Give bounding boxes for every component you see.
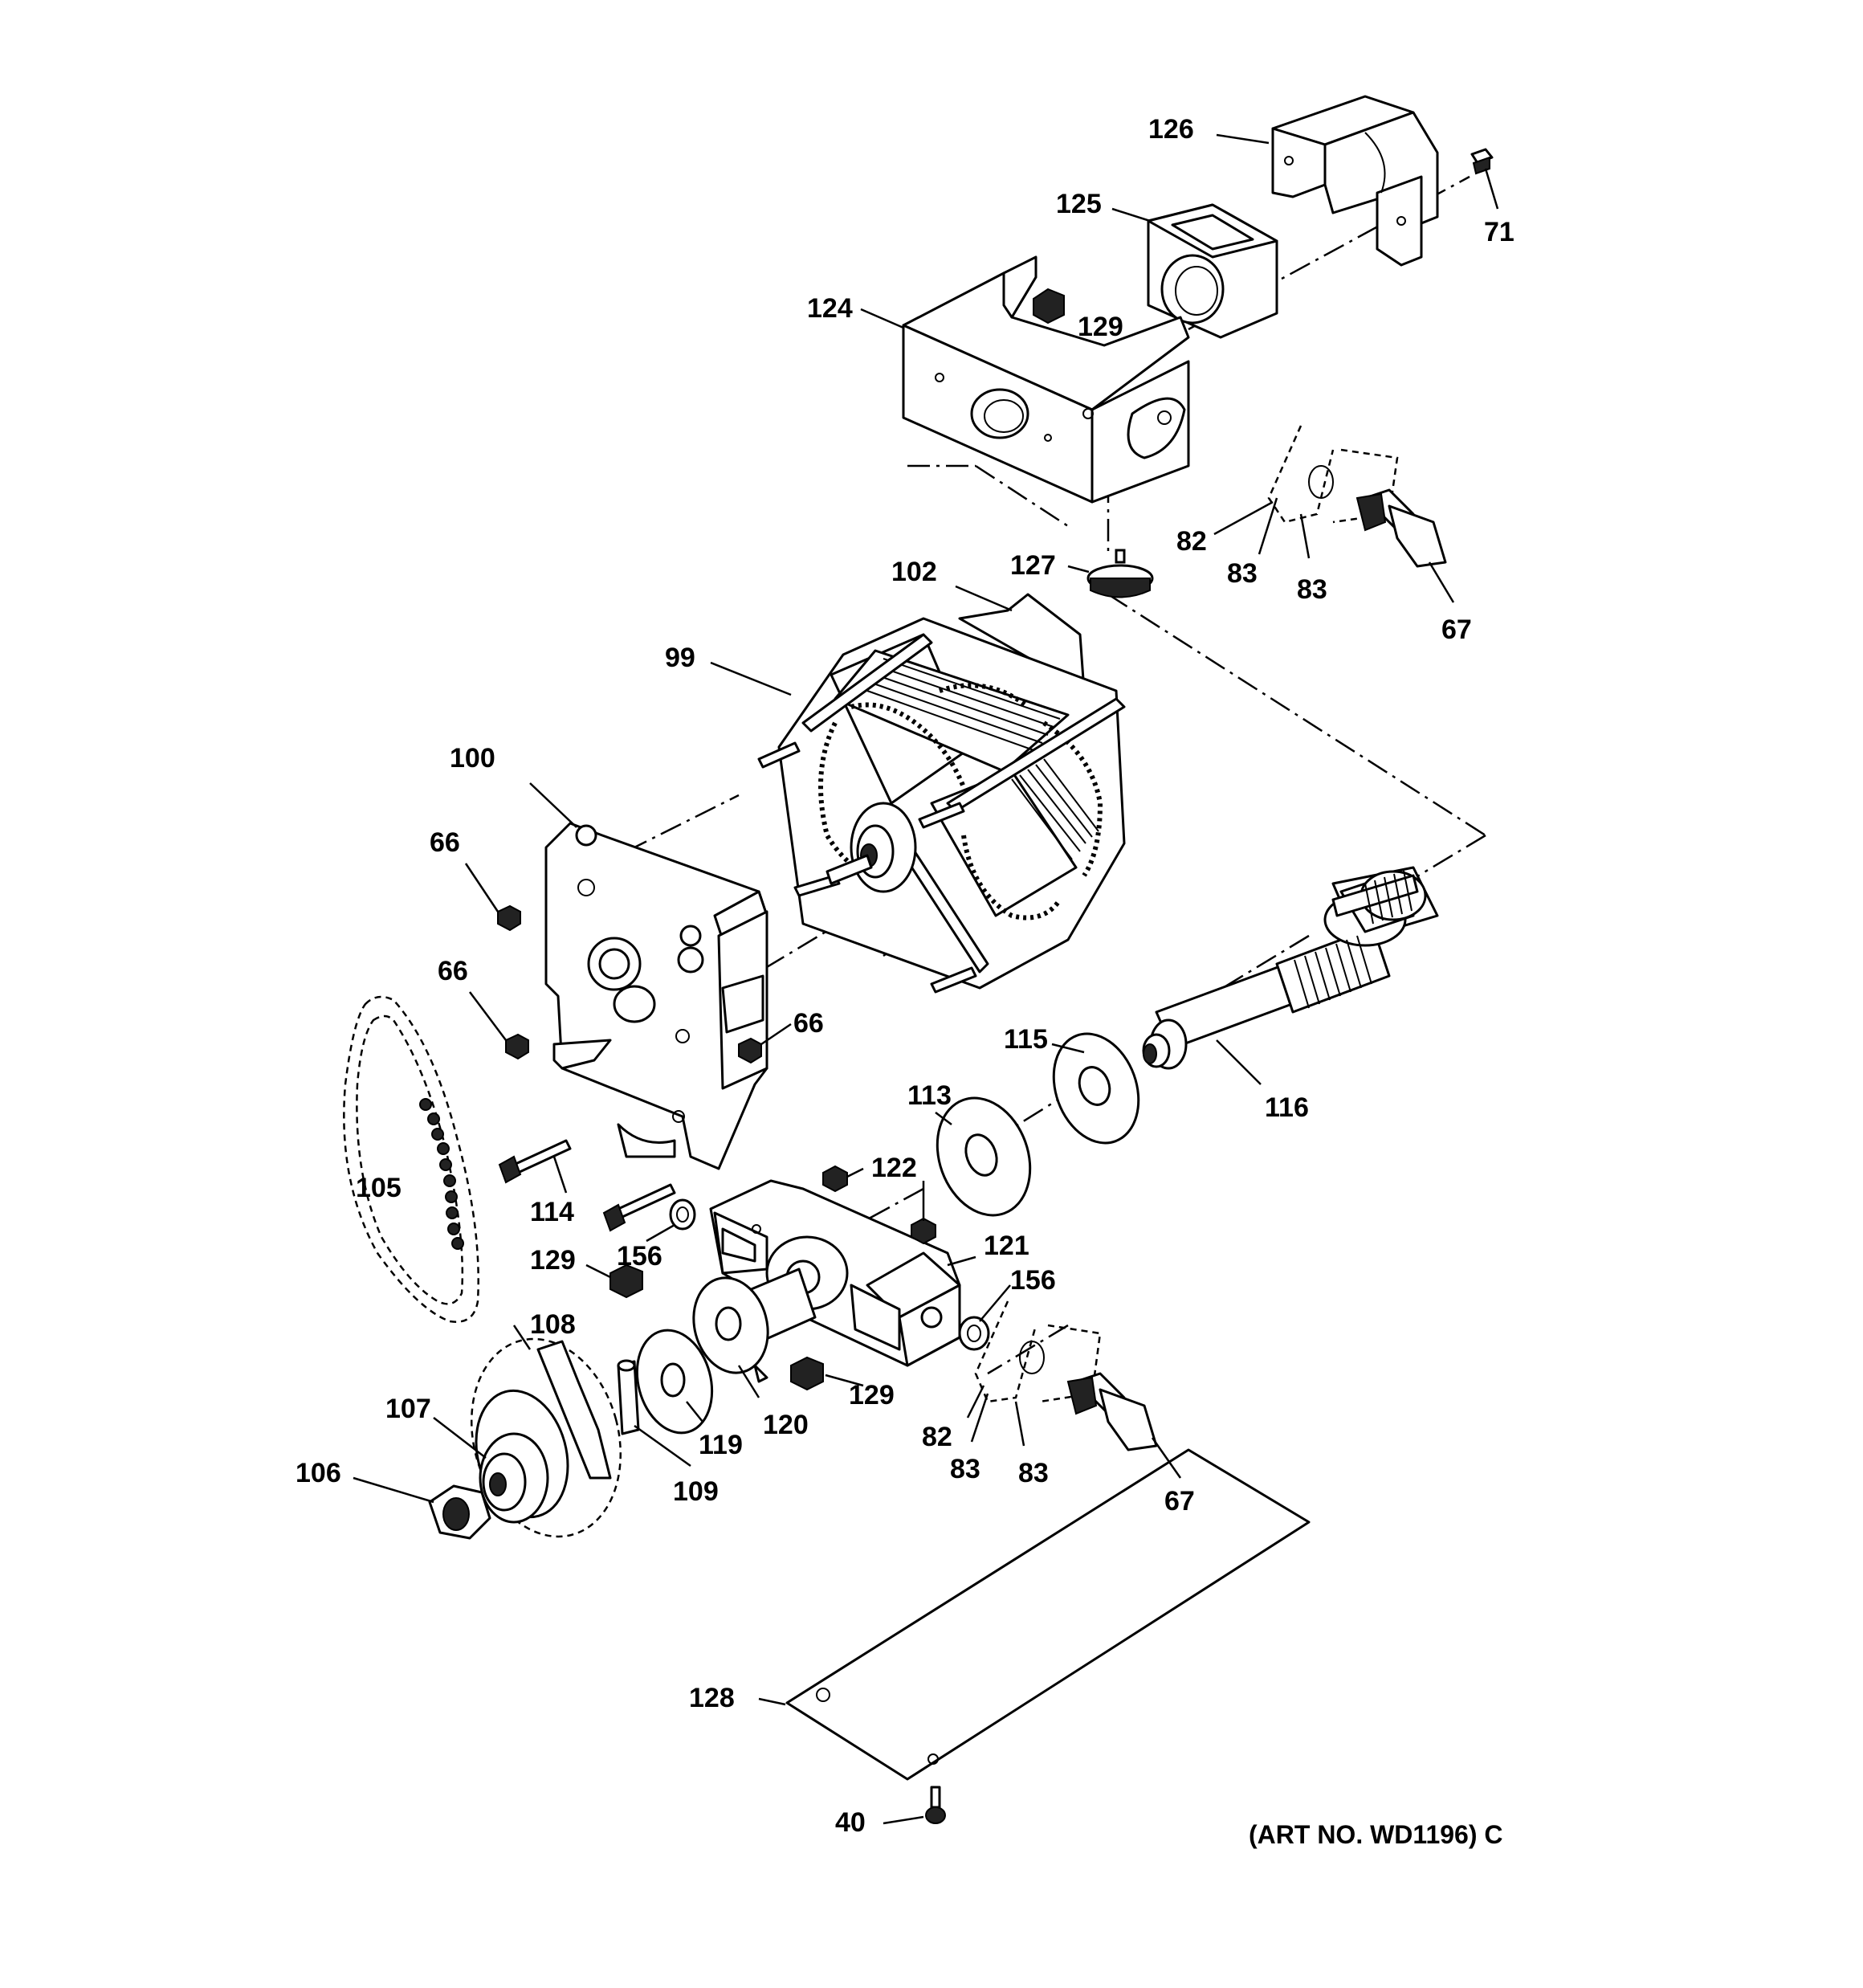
callout-40: 40 bbox=[835, 1807, 866, 1838]
callout-115: 115 bbox=[1004, 1024, 1048, 1055]
nut-122-a bbox=[822, 1165, 848, 1193]
nut-122-b bbox=[911, 1217, 936, 1245]
callout-120: 120 bbox=[763, 1410, 809, 1440]
screw-40 bbox=[925, 1786, 946, 1824]
chain-105 bbox=[343, 995, 479, 1323]
callout-129: 129 bbox=[1078, 312, 1123, 342]
plate-100 bbox=[544, 822, 768, 1170]
callout-107: 107 bbox=[385, 1394, 431, 1424]
callout-129: 129 bbox=[530, 1245, 576, 1276]
callout-83: 83 bbox=[1018, 1458, 1049, 1488]
callout-121: 121 bbox=[984, 1231, 1029, 1261]
callout-82: 82 bbox=[1176, 526, 1207, 557]
callout-83: 83 bbox=[950, 1454, 980, 1484]
nut-129-low bbox=[790, 1356, 824, 1391]
leader-lines bbox=[353, 133, 1499, 1825]
callout-125: 125 bbox=[1056, 189, 1102, 219]
callout-113: 113 bbox=[907, 1080, 952, 1111]
plate-128 bbox=[785, 1448, 1311, 1781]
nut-66-b bbox=[505, 1033, 529, 1060]
washer-119 bbox=[635, 1329, 714, 1435]
callout-102: 102 bbox=[891, 557, 937, 587]
callout-156: 156 bbox=[1010, 1265, 1056, 1296]
callout-67: 67 bbox=[1441, 614, 1472, 645]
shaft-116 bbox=[1142, 866, 1439, 1070]
callout-66: 66 bbox=[438, 956, 468, 986]
callout-100: 100 bbox=[450, 743, 495, 774]
block-121 bbox=[709, 1179, 961, 1367]
hub-107 bbox=[479, 1432, 549, 1524]
callout-122: 122 bbox=[871, 1153, 917, 1183]
bracket-124 bbox=[902, 255, 1190, 504]
nut-129-top bbox=[1033, 288, 1065, 325]
bolt-114 bbox=[498, 1139, 676, 1232]
washer-156-a bbox=[669, 1198, 696, 1231]
callout-108: 108 bbox=[530, 1309, 576, 1340]
callout-67: 67 bbox=[1164, 1486, 1195, 1517]
grommet-125 bbox=[1147, 203, 1278, 339]
callout-105: 105 bbox=[356, 1173, 402, 1203]
screw-71 bbox=[1470, 148, 1494, 175]
callout-82: 82 bbox=[922, 1422, 952, 1452]
washer-156-b bbox=[958, 1316, 990, 1351]
art-number: (ART NO. WD1196) C bbox=[1249, 1820, 1502, 1849]
callout-106: 106 bbox=[296, 1458, 341, 1488]
callout-66: 66 bbox=[430, 827, 460, 858]
nut-129-mid bbox=[609, 1263, 643, 1299]
callout-129: 129 bbox=[849, 1380, 895, 1410]
callout-119: 119 bbox=[699, 1430, 743, 1460]
nut-66-a bbox=[497, 904, 521, 932]
washer-113 bbox=[936, 1096, 1032, 1217]
pin-109 bbox=[617, 1359, 640, 1435]
callout-66: 66 bbox=[793, 1008, 824, 1039]
bushing-120 bbox=[692, 1268, 817, 1383]
nut-66-c bbox=[738, 1037, 762, 1064]
callout-labels: 126 125 71 124 129 82 83 83 127 67 102 9… bbox=[296, 114, 1514, 1838]
callout-83: 83 bbox=[1227, 558, 1258, 589]
callout-126: 126 bbox=[1148, 114, 1194, 145]
mount-assembly-lower bbox=[974, 1300, 1158, 1451]
bracket-126 bbox=[1271, 95, 1439, 267]
callout-71: 71 bbox=[1484, 217, 1514, 247]
callout-83: 83 bbox=[1297, 574, 1327, 605]
mount-assembly-upper bbox=[1267, 425, 1447, 568]
callout-156: 156 bbox=[617, 1241, 662, 1272]
washer-115 bbox=[1052, 1032, 1140, 1145]
callout-124: 124 bbox=[807, 293, 853, 324]
callout-109: 109 bbox=[673, 1476, 719, 1507]
callout-99: 99 bbox=[665, 643, 695, 673]
foot-127 bbox=[1086, 549, 1154, 598]
callout-127: 127 bbox=[1010, 550, 1056, 581]
callout-114: 114 bbox=[530, 1197, 574, 1227]
motor-99 bbox=[757, 593, 1126, 994]
nut-106 bbox=[428, 1484, 491, 1540]
callout-128: 128 bbox=[689, 1683, 735, 1713]
callout-116: 116 bbox=[1265, 1092, 1309, 1123]
